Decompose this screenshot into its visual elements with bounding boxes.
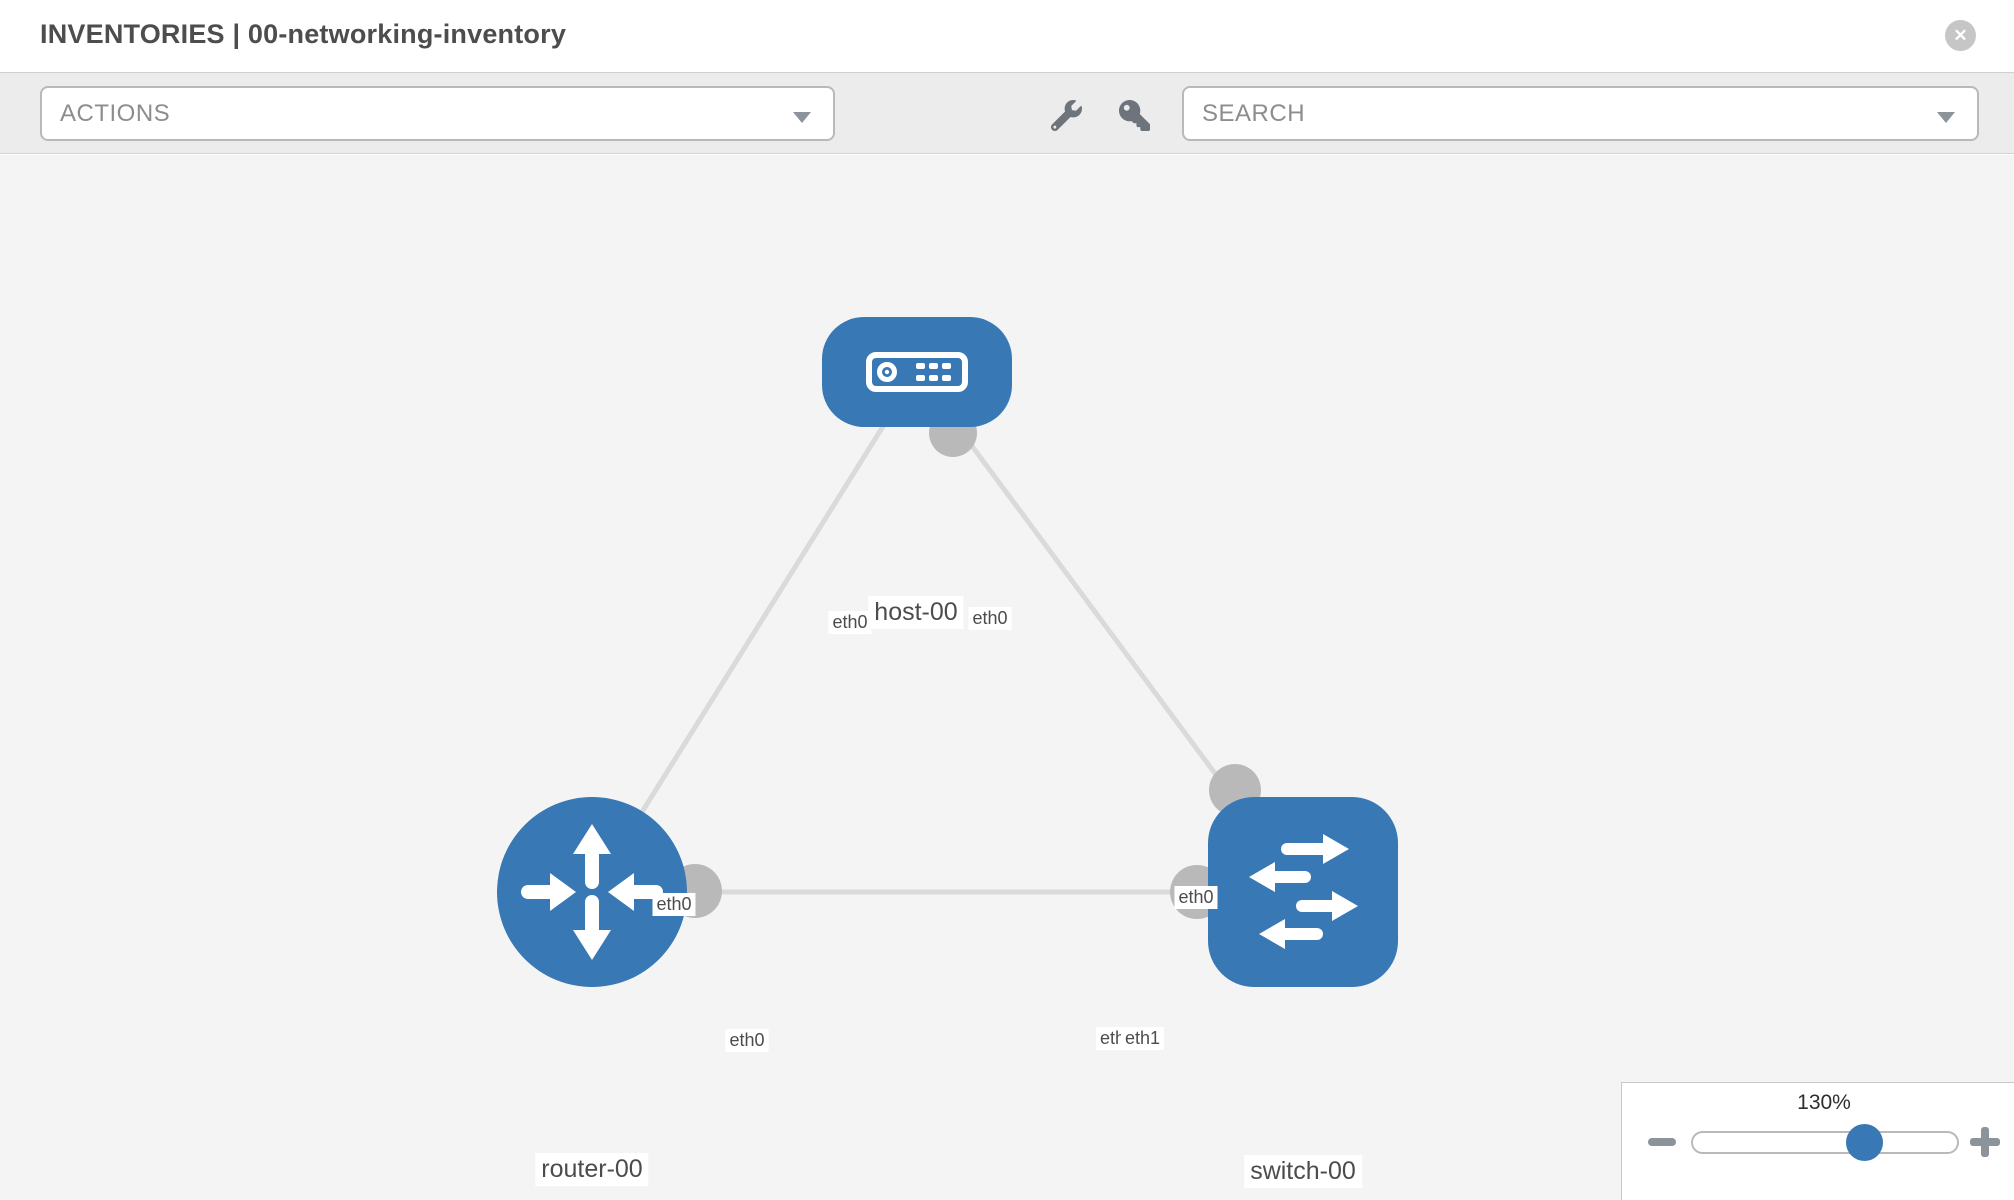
topology-canvas[interactable]: host-00 router-00 switch-00 eth0 eth0 et… (0, 155, 2014, 1200)
zoom-slider-thumb[interactable] (1846, 1124, 1883, 1161)
node-router-00[interactable] (497, 797, 687, 987)
actions-dropdown-label: ACTIONS (60, 99, 171, 127)
chevron-down-icon (793, 112, 811, 123)
credentials-button[interactable] (1116, 97, 1152, 133)
chevron-down-icon (1937, 112, 1955, 123)
zoom-in-button[interactable] (1970, 1127, 2000, 1157)
search-dropdown[interactable]: SEARCH (1182, 86, 1979, 141)
port-label-router-eth0: eth0 (725, 1029, 769, 1052)
search-dropdown-label: SEARCH (1202, 99, 1306, 127)
switch-arrows-icon (1249, 834, 1358, 949)
close-button[interactable]: ✕ (1945, 20, 1976, 51)
wrench-icon (1050, 99, 1082, 131)
page-title: INVENTORIES | 00-networking-inventory (40, 19, 567, 49)
zoom-panel: 130% (1621, 1082, 2014, 1200)
link-host-router[interactable] (589, 370, 920, 894)
node-host-00[interactable] (822, 317, 1012, 427)
server-icon (866, 352, 968, 392)
port-label-switch-eth1: eth1 (1121, 1027, 1165, 1050)
node-label-switch: switch-00 (1244, 1155, 1362, 1188)
zoom-slider[interactable] (1691, 1131, 1959, 1154)
node-label-router: router-00 (535, 1153, 649, 1186)
port-label-link-host-switch: eth0 (1174, 886, 1218, 909)
port-label-link-host-router: eth0 (652, 893, 696, 916)
close-icon: ✕ (1953, 25, 1968, 45)
node-label-host: host-00 (868, 596, 964, 629)
zoom-out-button[interactable] (1648, 1138, 1676, 1146)
toolbar: ACTIONS SEARCH (0, 72, 2014, 154)
key-icon (1118, 99, 1150, 131)
port-label-host-right: eth0 (968, 607, 1012, 630)
actions-dropdown[interactable]: ACTIONS (40, 86, 835, 141)
port-label-host-left: eth0 (828, 611, 872, 634)
header: INVENTORIES | 00-networking-inventory ✕ (0, 0, 2014, 72)
node-switch-00[interactable] (1208, 797, 1398, 987)
configure-button[interactable] (1048, 97, 1084, 133)
zoom-level-text: 130% (1797, 1091, 1851, 1114)
router-arrows-icon (521, 824, 663, 960)
